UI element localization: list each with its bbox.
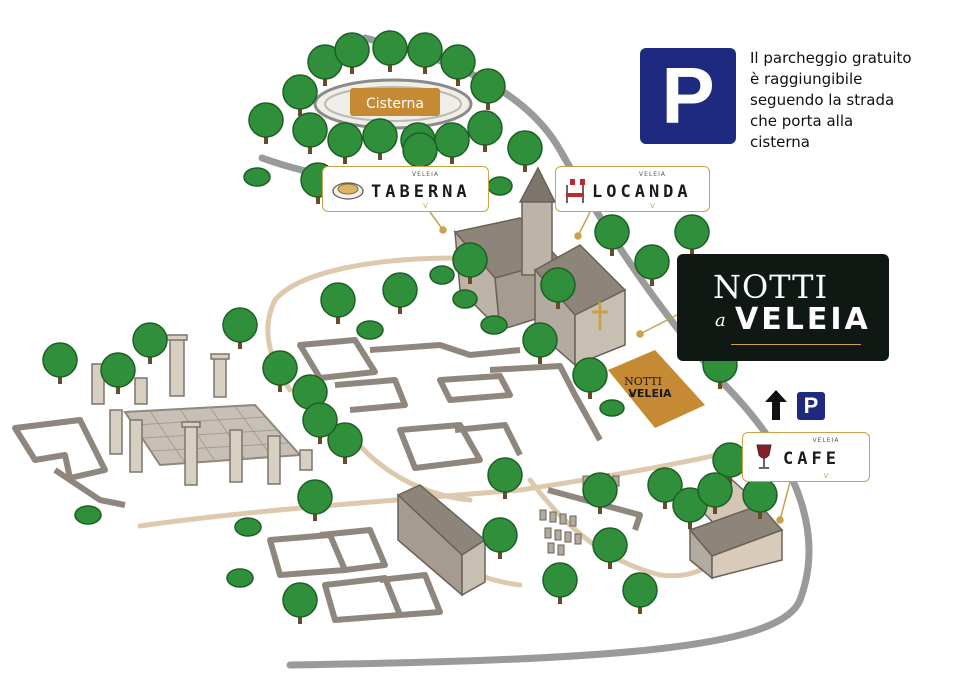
notti-title-top: NOTTI — [713, 268, 829, 306]
church — [453, 166, 627, 367]
tree — [470, 68, 506, 110]
taberna-mark: V — [423, 202, 428, 210]
tree — [572, 357, 608, 399]
tree — [594, 214, 630, 256]
tree — [467, 110, 503, 152]
tree — [302, 402, 338, 444]
tree — [434, 122, 470, 164]
notti-square: NOTTI a VELEIA — [608, 350, 705, 428]
tree — [42, 342, 78, 384]
bushes — [74, 167, 625, 588]
tree — [542, 562, 578, 604]
notti-divider — [731, 344, 861, 345]
cafe-label-box[interactable]: VELEIA CAFE V — [742, 432, 870, 482]
tree — [292, 112, 328, 154]
notti-square-a: a — [629, 390, 634, 399]
parking-info-text: Il parcheggio gratuito è raggiungibile s… — [750, 49, 912, 151]
tree — [372, 30, 408, 72]
taberna-name: TABERNA — [371, 182, 471, 202]
tree — [282, 582, 318, 624]
market-stall-icon — [565, 179, 585, 203]
tree — [487, 457, 523, 499]
taberna-label-box[interactable]: VELEIA TABERNA V — [322, 166, 489, 212]
parking-letter: P — [661, 51, 715, 140]
tree — [382, 272, 418, 314]
tree — [362, 118, 398, 160]
notti-title-bottom: VELEIA — [735, 302, 871, 337]
tree — [540, 267, 576, 309]
tree — [647, 467, 683, 509]
leader-lines — [429, 211, 791, 524]
tree — [697, 472, 733, 514]
tree — [622, 572, 658, 614]
notti-square-bottom: VELEIA — [628, 387, 672, 400]
tree — [327, 122, 363, 164]
locanda-name: LOCANDA — [592, 182, 692, 202]
tree — [522, 322, 558, 364]
tree — [282, 74, 318, 116]
locanda-label-box[interactable]: VELEIA LOCANDA V — [555, 166, 710, 212]
up-arrow-icon — [765, 390, 787, 420]
notti-title-a: a — [715, 310, 726, 331]
tree — [248, 102, 284, 144]
tree — [582, 472, 618, 514]
tree — [507, 130, 543, 172]
trees — [42, 30, 778, 624]
cafe-prefix: VELEIA — [812, 437, 840, 444]
tree — [674, 214, 710, 256]
ruin-walls — [12, 337, 643, 623]
tree — [100, 352, 136, 394]
tree — [262, 350, 298, 392]
taberna-prefix: VELEIA — [412, 171, 439, 178]
tree — [334, 32, 370, 74]
notti-square-top: NOTTI — [624, 375, 662, 388]
cafe-name: CAFE — [783, 449, 840, 469]
tree — [634, 244, 670, 286]
parking-sign: P — [640, 48, 736, 144]
tree — [327, 422, 363, 464]
tree — [482, 517, 518, 559]
cafe-mark: V — [823, 472, 829, 480]
tree — [592, 527, 628, 569]
plate-icon — [332, 182, 364, 200]
columns — [91, 334, 313, 486]
locanda-prefix: VELEIA — [639, 171, 666, 178]
notti-a-veleia-panel[interactable]: NOTTI a VELEIA — [677, 254, 889, 361]
tree — [132, 322, 168, 364]
tree — [440, 44, 476, 86]
stone-building — [396, 484, 487, 597]
locanda-mark: V — [650, 202, 655, 210]
tree — [222, 307, 258, 349]
cisterna: Cisterna — [313, 78, 473, 130]
tree — [297, 479, 333, 521]
tree — [407, 32, 443, 74]
tree — [320, 282, 356, 324]
cisterna-label: Cisterna — [366, 96, 424, 112]
wine-glass-icon — [756, 444, 772, 469]
tree — [452, 242, 488, 284]
small-parking-sign: P — [797, 392, 825, 420]
